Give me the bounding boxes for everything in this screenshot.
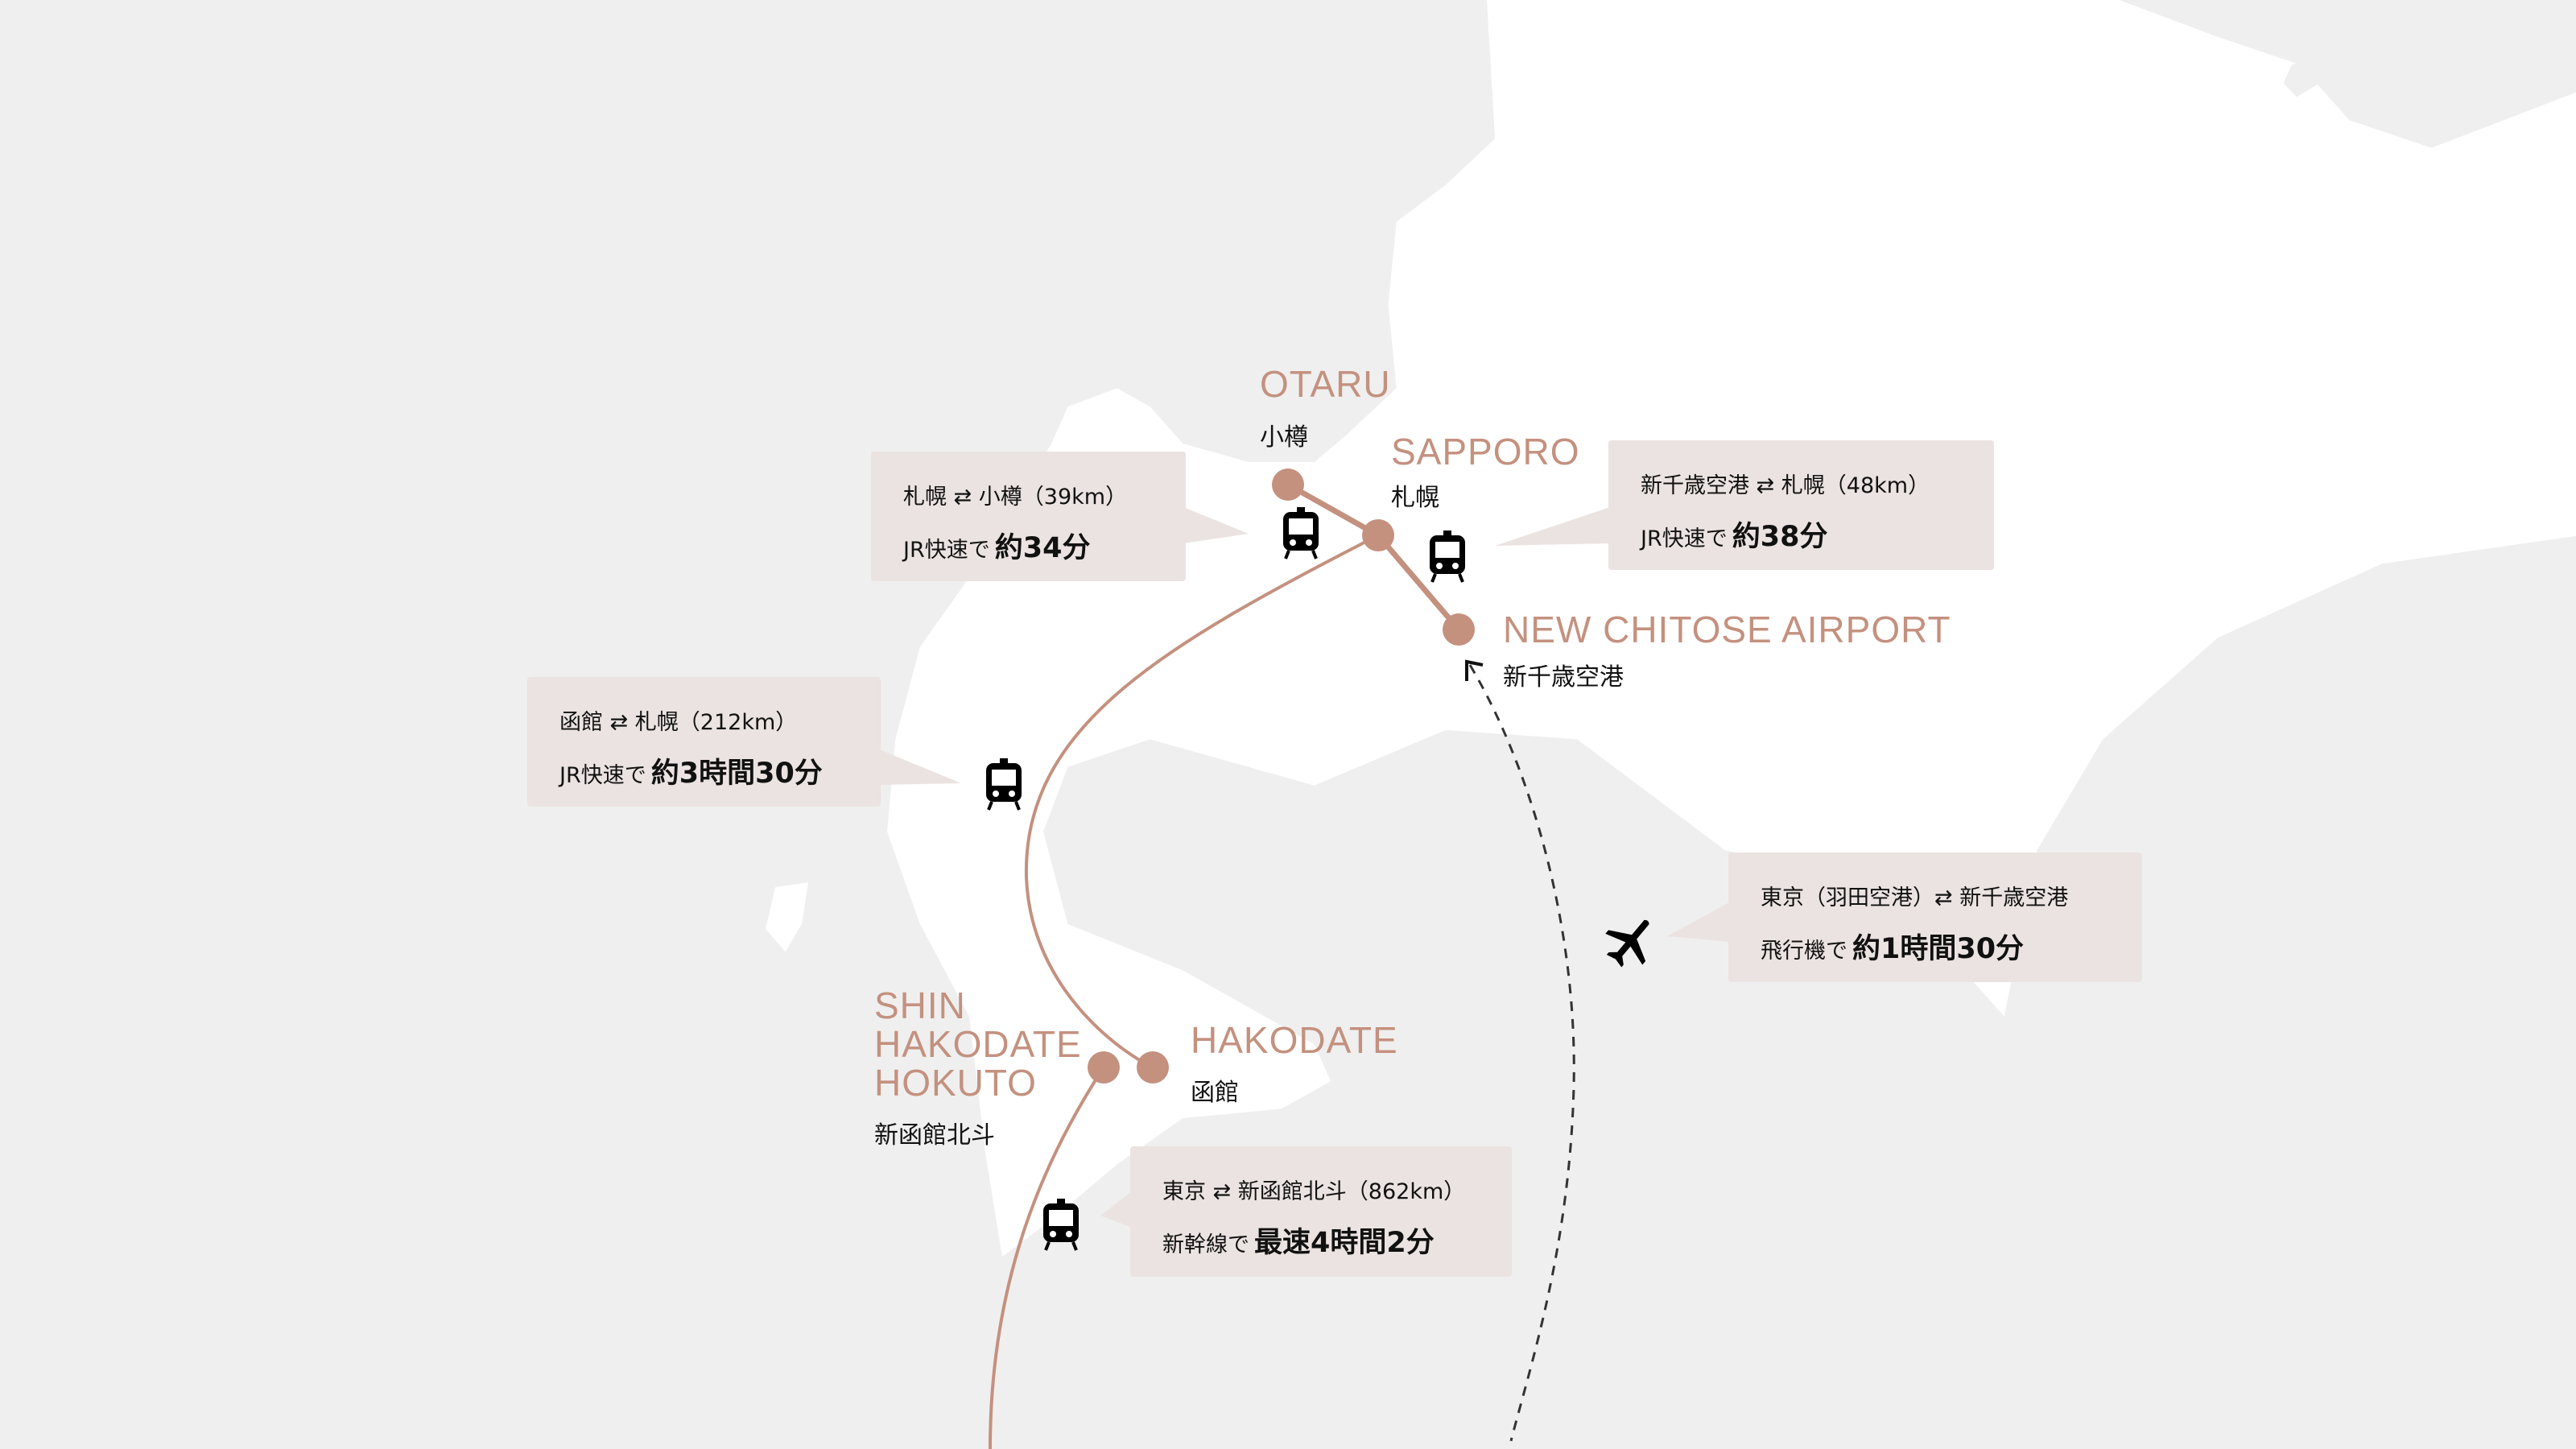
callout-tail-otaru [1183, 507, 1249, 543]
station-label-otaru-jp: 小樽 [1260, 423, 1308, 452]
route-shinkansen [989, 1066, 1105, 1449]
route-distance: 東京（羽田空港）⇄ 新千歳空港 [1761, 886, 2069, 910]
train-icon [1283, 507, 1319, 559]
station-dot-shin-hakodate[interactable] [1088, 1051, 1120, 1084]
station-label-hakodate: HAKODATE [1191, 1019, 1398, 1061]
route-time: 約38分 [1732, 521, 1828, 553]
station-label-shin-hakodate-line1: SHIN [874, 985, 966, 1026]
train-icon [1043, 1199, 1079, 1251]
station-label-shin-hakodate-line2: HAKODATE [874, 1023, 1082, 1065]
route-time: 最速4時間2分 [1254, 1227, 1435, 1259]
route-mode: 飛行機で [1761, 939, 1847, 964]
station-label-sapporo: SAPPORO [1391, 431, 1580, 473]
station-label-sapporo-jp: 札幌 [1391, 484, 1439, 512]
route-info-airport-sapporo: 新千歳空港 ⇄ 札幌（48km） JR快速で約38分 [1608, 440, 1994, 570]
route-info-shinkansen: 東京 ⇄ 新函館北斗（862km） 新幹線で最速4時間2分 [1130, 1146, 1512, 1277]
okushiri-island [766, 882, 809, 952]
station-dot-sapporo[interactable] [1362, 519, 1394, 551]
route-info-hakodate-sapporo: 函館 ⇄ 札幌（212km） JR快速で約3時間30分 [527, 677, 881, 807]
route-sapporo-hakodate [1024, 534, 1379, 1069]
callout-tail-flight [1667, 902, 1731, 942]
callout-tail-hakodate [877, 749, 961, 785]
route-info-flight: 東京（羽田空港）⇄ 新千歳空港 飛行機で約1時間30分 [1728, 852, 2142, 982]
route-mode: 新幹線で [1162, 1232, 1249, 1257]
station-label-hakodate-jp: 函館 [1191, 1079, 1239, 1107]
route-distance: 新千歳空港 ⇄ 札幌（48km） [1641, 473, 1930, 498]
train-icon [986, 758, 1022, 811]
station-label-shin-hakodate-line3: HOKUTO [874, 1062, 1037, 1104]
route-distance: 函館 ⇄ 札幌（212km） [559, 710, 798, 735]
route-info-sapporo-otaru: 札幌 ⇄ 小樽（39km） JR快速で約34分 [871, 452, 1186, 581]
route-distance: 東京 ⇄ 新函館北斗（862km） [1162, 1179, 1466, 1204]
station-dot-airport[interactable] [1443, 613, 1475, 646]
station-label-otaru: OTARU [1260, 363, 1391, 405]
rishiri-island [2283, 57, 2320, 97]
station-label-airport: NEW CHITOSE AIRPORT [1503, 609, 1951, 650]
flight-arrowhead-icon [1465, 659, 1484, 681]
callout-tail-shinkansen [1100, 1191, 1132, 1228]
route-time: 約3時間30分 [650, 758, 823, 790]
route-time: 約34分 [994, 532, 1091, 564]
route-distance: 札幌 ⇄ 小樽（39km） [903, 485, 1128, 510]
route-mode: JR快速で [903, 538, 990, 563]
route-mode: JR快速で [1641, 526, 1728, 551]
station-dot-otaru[interactable] [1272, 469, 1304, 501]
station-label-shin-hakodate-jp: 新函館北斗 [874, 1121, 995, 1150]
train-icon [1430, 530, 1465, 583]
flight-path [1468, 664, 1575, 1442]
callout-tail-airport [1495, 507, 1610, 546]
route-mode: JR快速で [559, 763, 646, 788]
hokkaido-landmass [887, 0, 2576, 1257]
station-label-shin-hakodate: SHIN HAKODATE HOKUTO [874, 986, 1082, 1102]
station-label-airport-jp: 新千歳空港 [1503, 663, 1624, 691]
callout-tails [877, 507, 1731, 1228]
station-dot-hakodate[interactable] [1137, 1051, 1169, 1084]
route-time: 約1時間30分 [1852, 933, 2025, 965]
airplane-icon [1605, 919, 1649, 968]
